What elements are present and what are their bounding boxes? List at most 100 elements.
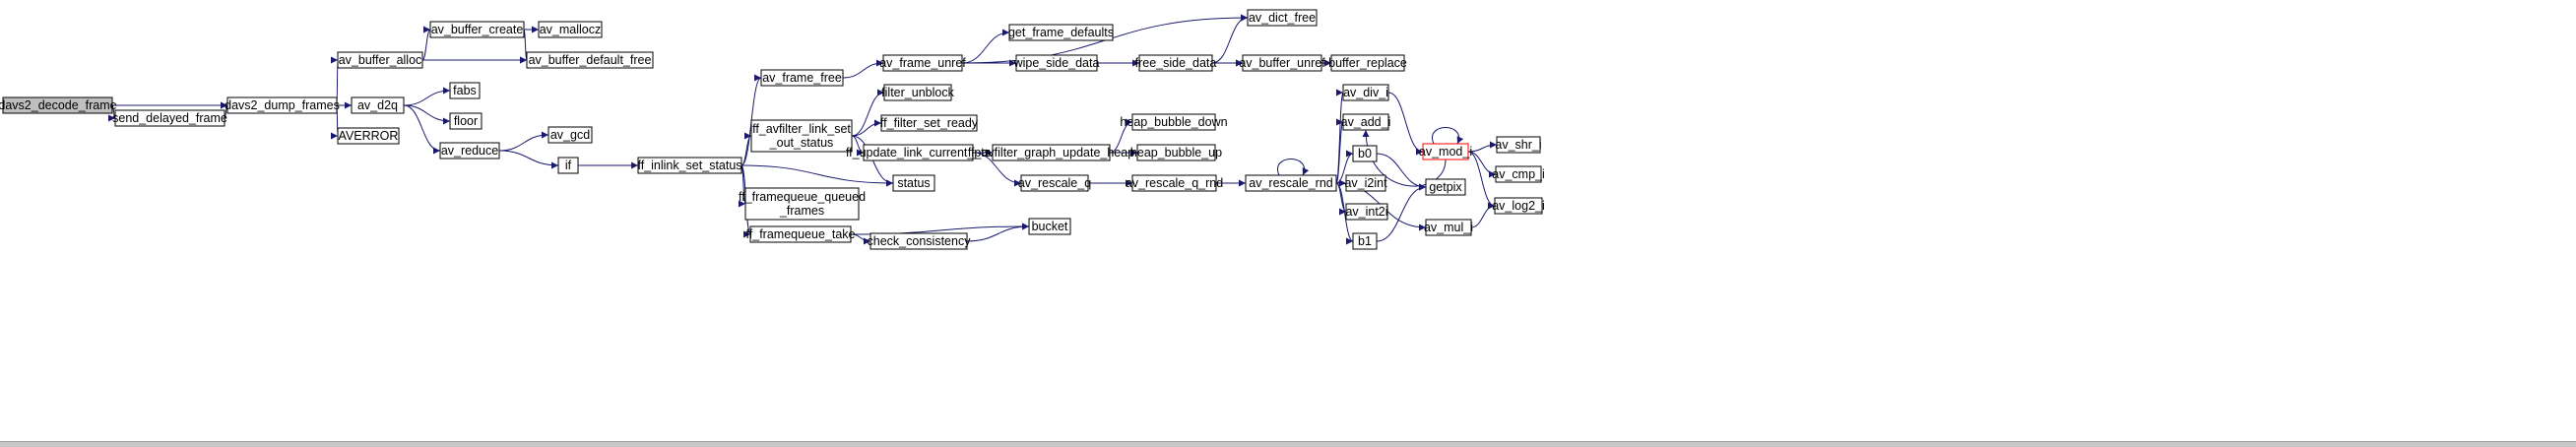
node-av_i2int[interactable]: av_i2int (1344, 174, 1387, 192)
node-getpix[interactable]: getpix (1425, 178, 1466, 196)
edge-av_frame_unref-to-get_frame_defaults (961, 29, 1010, 64)
node-av_frame_free[interactable]: av_frame_free (760, 69, 844, 87)
node-av_mul_i[interactable]: av_mul_i (1424, 219, 1473, 236)
node-ff_filter_set_ready[interactable]: ff_filter_set_ready (880, 114, 979, 132)
node-get_frame_defaults[interactable]: get_frame_defaults (1008, 24, 1114, 41)
node-av_mod_i[interactable]: av_mod_i (1419, 143, 1472, 160)
node-check_consistency[interactable]: check_consistency (868, 232, 972, 250)
node-box (750, 119, 853, 153)
node-if[interactable]: if (557, 157, 579, 174)
node-av_gcd[interactable]: av_gcd (547, 126, 593, 144)
edge-ff_inlink_set_status-to-status (741, 164, 894, 187)
node-av_buffer_create[interactable]: av_buffer_create (429, 21, 525, 38)
node-floor[interactable]: floor (449, 112, 483, 130)
node-buffer_replace[interactable]: buffer_replace (1328, 54, 1407, 72)
node-box (526, 51, 654, 69)
node-label: _frames (779, 204, 824, 218)
node-box (863, 144, 974, 161)
node-label: floor (454, 114, 478, 128)
node-av_cmp_i[interactable]: av_cmp_i (1492, 165, 1545, 183)
node-heap_bubble_down[interactable]: heap_bubble_down (1120, 113, 1228, 131)
edge-av_d2q-to-fabs (403, 87, 451, 106)
node-av_reduce[interactable]: av_reduce (439, 142, 500, 160)
node-av_buffer_alloc[interactable]: av_buffer_alloc (337, 51, 423, 69)
node-av_rescale_rnd[interactable]: av_rescale_rnd (1245, 174, 1337, 192)
node-av_buffer_default_free[interactable]: av_buffer_default_free (526, 51, 654, 69)
node-av_log2_i[interactable]: av_log2_i (1492, 197, 1545, 215)
node-label: AVERROR (339, 129, 399, 143)
node-b0[interactable]: b0 (1352, 145, 1378, 162)
nodes-layer: davs2_decode_framesend_delayed_framedavs… (0, 9, 1545, 250)
node-label: ff_update_link_current_pts (846, 146, 991, 160)
node-label: av_rescale_q (1018, 176, 1091, 190)
node-label: ff_framequeue_queued (739, 190, 866, 204)
node-label: av_gcd (550, 128, 590, 142)
node-ff_avfilter_graph_update_heap[interactable]: ff_avfilter_graph_update_heap (968, 144, 1134, 161)
node-av_mallocz[interactable]: av_mallocz (538, 21, 603, 38)
node-AVERROR[interactable]: AVERROR (337, 127, 400, 145)
node-wipe_side_data[interactable]: wipe_side_data (1013, 54, 1100, 72)
node-b1[interactable]: b1 (1352, 232, 1378, 250)
node-av_div_i[interactable]: av_div_i (1342, 84, 1389, 101)
node-av_frame_unref[interactable]: av_frame_unref (879, 54, 966, 72)
node-av_rescale_q_rnd[interactable]: av_rescale_q_rnd (1126, 174, 1223, 192)
node-davs2_dump_frames[interactable]: davs2_dump_frames (225, 96, 340, 114)
node-label: _out_status (769, 136, 834, 150)
node-label: ff_avfilter_link_set (752, 122, 851, 136)
node-label: fabs (453, 84, 477, 97)
node-status[interactable]: status (892, 174, 935, 192)
node-label: status (897, 176, 930, 190)
node-box (1422, 143, 1469, 160)
node-label: bucket (1032, 220, 1068, 233)
node-box (1342, 113, 1389, 131)
edge-av_mul_i-to-av_log2_i (1470, 202, 1496, 228)
edge-av_rescale_rnd-to-b1 (1335, 182, 1354, 245)
edge-ff_framequeue_take-to-check_consistency (850, 233, 871, 245)
node-av_int2i[interactable]: av_int2i (1345, 203, 1388, 221)
node-label: av_i2int (1344, 176, 1387, 190)
edge-av_frame_free-to-av_frame_unref (842, 59, 884, 79)
edge-ff_avfilter_graph_update_heap-to-heap_bubble_down (1109, 118, 1133, 154)
edge-b1-to-getpix (1376, 183, 1427, 242)
node-ff_update_link_current_pts[interactable]: ff_update_link_current_pts (846, 144, 991, 161)
edge-av_rescale_rnd-to-av_div_i (1335, 89, 1344, 184)
node-davs2_decode_frame[interactable]: davs2_decode_frame (0, 96, 117, 114)
node-ff_framequeue_take[interactable]: ff_framequeue_take (746, 225, 856, 243)
node-av_rescale_q[interactable]: av_rescale_q (1018, 174, 1091, 192)
node-filter_unblock[interactable]: filter_unblock (881, 84, 955, 101)
node-av_add_i[interactable]: av_add_i (1341, 113, 1391, 131)
node-free_side_data[interactable]: free_side_data (1135, 54, 1217, 72)
node-box (1352, 145, 1378, 162)
node-label: av_frame_unref (879, 56, 966, 70)
edge-av_mod_i-to-av_shr_i (1467, 141, 1498, 153)
edge-free_side_data-to-av_dict_free (1211, 14, 1249, 64)
node-box (1495, 165, 1542, 183)
edge-av_d2q-to-av_reduce (403, 104, 441, 155)
node-label: av_mallocz (540, 23, 602, 36)
node-ff_avfilter_link_set_out_status[interactable]: ff_avfilter_link_set_out_status (750, 119, 853, 153)
node-ff_inlink_set_status[interactable]: ff_inlink_set_status (637, 157, 742, 174)
node-label: av_reduce (441, 144, 498, 158)
node-av_shr_i[interactable]: av_shr_i (1495, 136, 1542, 154)
node-av_d2q[interactable]: av_d2q (351, 96, 405, 114)
node-heap_bubble_up[interactable]: heap_bubble_up (1130, 144, 1222, 161)
node-box (1330, 54, 1405, 72)
node-fabs[interactable]: fabs (449, 82, 481, 99)
node-box (1136, 144, 1216, 161)
node-bucket[interactable]: bucket (1028, 218, 1071, 235)
node-label: heap_bubble_up (1130, 146, 1222, 160)
node-box (1015, 54, 1098, 72)
node-box (744, 187, 860, 221)
edge-ff_inlink_set_status-to-ff_avfilter_link_set_out_status (741, 132, 752, 166)
node-av_dict_free[interactable]: av_dict_free (1247, 9, 1318, 27)
node-box (869, 232, 968, 250)
node-ff_framequeue_queued_frames[interactable]: ff_framequeue_queued_frames (739, 187, 866, 221)
node-box (992, 144, 1111, 161)
node-av_buffer_unref[interactable]: av_buffer_unref (1239, 54, 1325, 72)
node-box (538, 21, 603, 38)
node-box (1131, 174, 1217, 192)
node-send_delayed_frame[interactable]: send_delayed_frame (112, 109, 227, 127)
node-label: check_consistency (868, 234, 972, 248)
node-label: av_shr_i (1495, 138, 1541, 152)
